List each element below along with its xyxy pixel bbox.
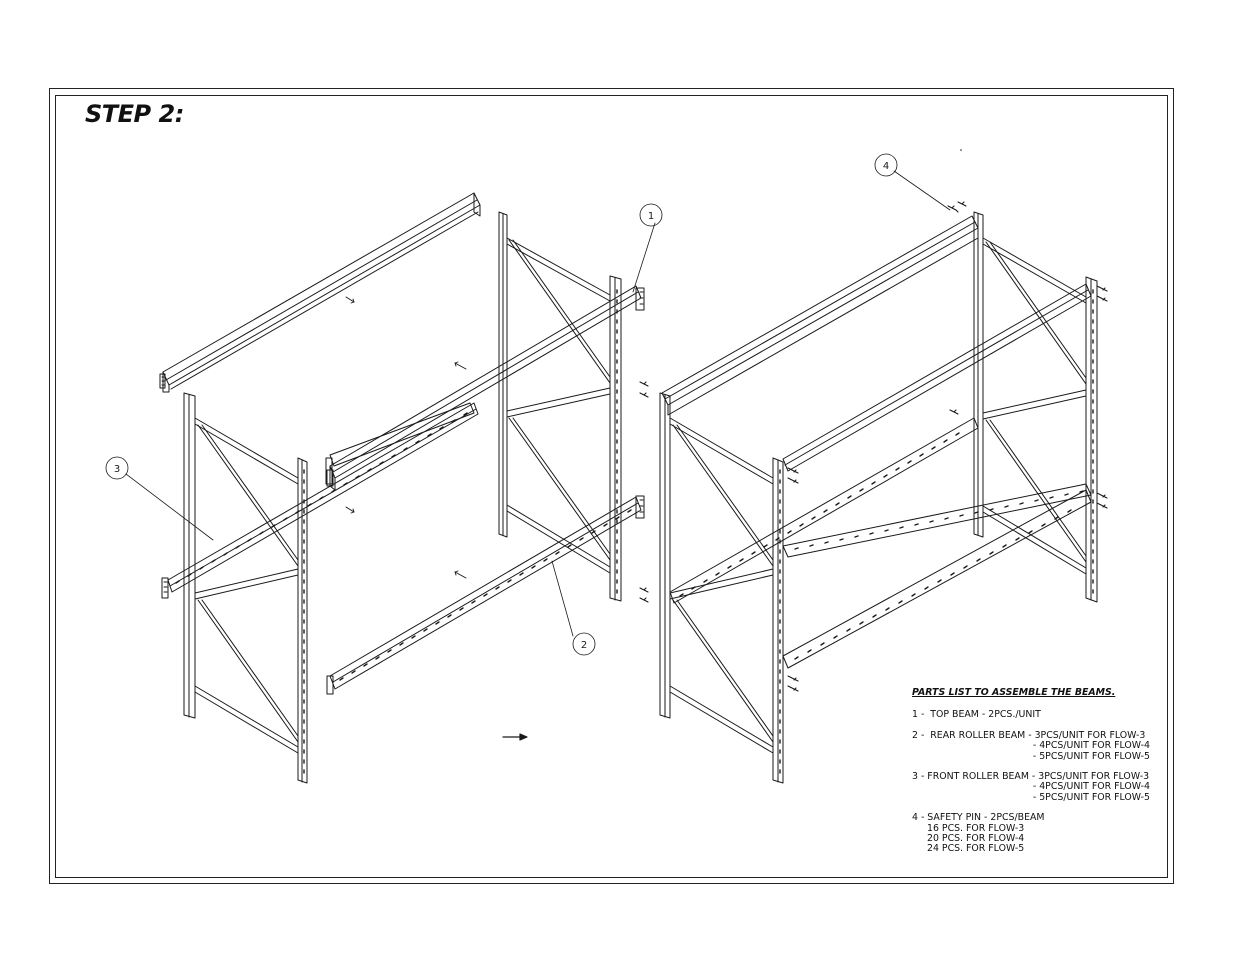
front-roller-beam-exploded	[161, 402, 479, 599]
parts-item-3: 3 - FRONT ROLLER BEAM - 3PCS/UNIT FOR FL…	[912, 771, 1162, 803]
step-title: STEP 2:	[85, 100, 184, 128]
balloon-label-2: 2	[581, 640, 587, 651]
rear-upright-frame-right	[973, 211, 1098, 603]
parts-item-3-line-b: - 4PCS/UNIT FOR FLOW-4	[1032, 781, 1150, 793]
roller-beam-assembled-middle	[669, 417, 979, 604]
safety-pins	[639, 201, 1108, 692]
leader-line-4	[893, 170, 951, 211]
top-beam-assembled-rear	[661, 215, 979, 416]
top-beam-assembled-front	[782, 283, 1092, 472]
balloon-labels: 1 2 3 4	[114, 161, 889, 651]
top-beam-exploded	[159, 192, 481, 393]
balloon-label-1: 1	[648, 211, 654, 222]
drawing-border-outer	[49, 88, 1174, 884]
balloon-1	[639, 203, 663, 227]
callout-balloons	[105, 153, 951, 656]
balloon-4	[874, 153, 898, 177]
parts-item-2-line: 2 - REAR ROLLER BEAM - 3PCS/UNIT FOR FLO…	[912, 729, 1146, 741]
rear-roller-beam-exploded	[326, 495, 645, 695]
leader-line-2	[551, 560, 574, 637]
parts-item-3-line-c: - 5PCS/UNIT FOR FLOW-5	[1032, 791, 1150, 803]
drawing-border-inner	[55, 95, 1168, 878]
parts-item-1-line: 1 - TOP BEAM - 2PCS./UNIT	[912, 709, 1041, 721]
parts-item-4: 4 - SAFETY PIN - 2PCS/BEAM 16 PCS. FOR F…	[912, 812, 1162, 855]
balloon-2	[572, 632, 596, 656]
assembly-arrow	[502, 733, 528, 741]
parts-item-4-line-c: 20 PCS. FOR FLOW-4	[927, 833, 1025, 845]
balloon-label-4: 4	[883, 161, 889, 172]
rear-upright-frame-left	[498, 211, 622, 602]
front-upright-frame-right	[659, 392, 784, 784]
left-exploded-assembly	[159, 192, 645, 784]
parts-item-1: 1 - TOP BEAM - 2PCS./UNIT	[912, 709, 1162, 721]
roller-beam-assembled-lower	[782, 489, 1092, 669]
parts-item-4-line: 4 - SAFETY PIN - 2PCS/BEAM	[912, 812, 1045, 824]
parts-list: PARTS LIST TO ASSEMBLE THE BEAMS. 1 - TO…	[912, 687, 1162, 865]
middle-beam-exploded	[325, 402, 475, 485]
leader-line-1	[632, 222, 656, 293]
top-beam-front-exploded	[326, 285, 645, 491]
parts-item-2-line-b: - 4PCS/UNIT FOR FLOW-4	[1032, 740, 1150, 752]
leader-line-3	[125, 473, 214, 541]
parts-list-header: PARTS LIST TO ASSEMBLE THE BEAMS.	[912, 687, 1116, 698]
dot-mark	[960, 149, 962, 151]
roller-beam-assembled-front-middle	[782, 483, 1092, 558]
direction-arrows-left	[345, 296, 467, 579]
parts-item-4-line-b: 16 PCS. FOR FLOW-3	[927, 822, 1025, 834]
parts-item-3-line: 3 - FRONT ROLLER BEAM - 3PCS/UNIT FOR FL…	[912, 771, 1150, 783]
parts-item-2: 2 - REAR ROLLER BEAM - 3PCS/UNIT FOR FLO…	[912, 729, 1162, 762]
balloon-3	[105, 456, 129, 480]
parts-item-2-line-c: - 5PCS/UNIT FOR FLOW-5	[1032, 750, 1150, 762]
right-assembled-rack	[639, 201, 1108, 784]
balloon-label-3: 3	[114, 464, 120, 475]
front-upright-frame-left	[183, 392, 308, 784]
parts-item-4-line-d: 24 PCS. FOR FLOW-5	[927, 843, 1025, 855]
